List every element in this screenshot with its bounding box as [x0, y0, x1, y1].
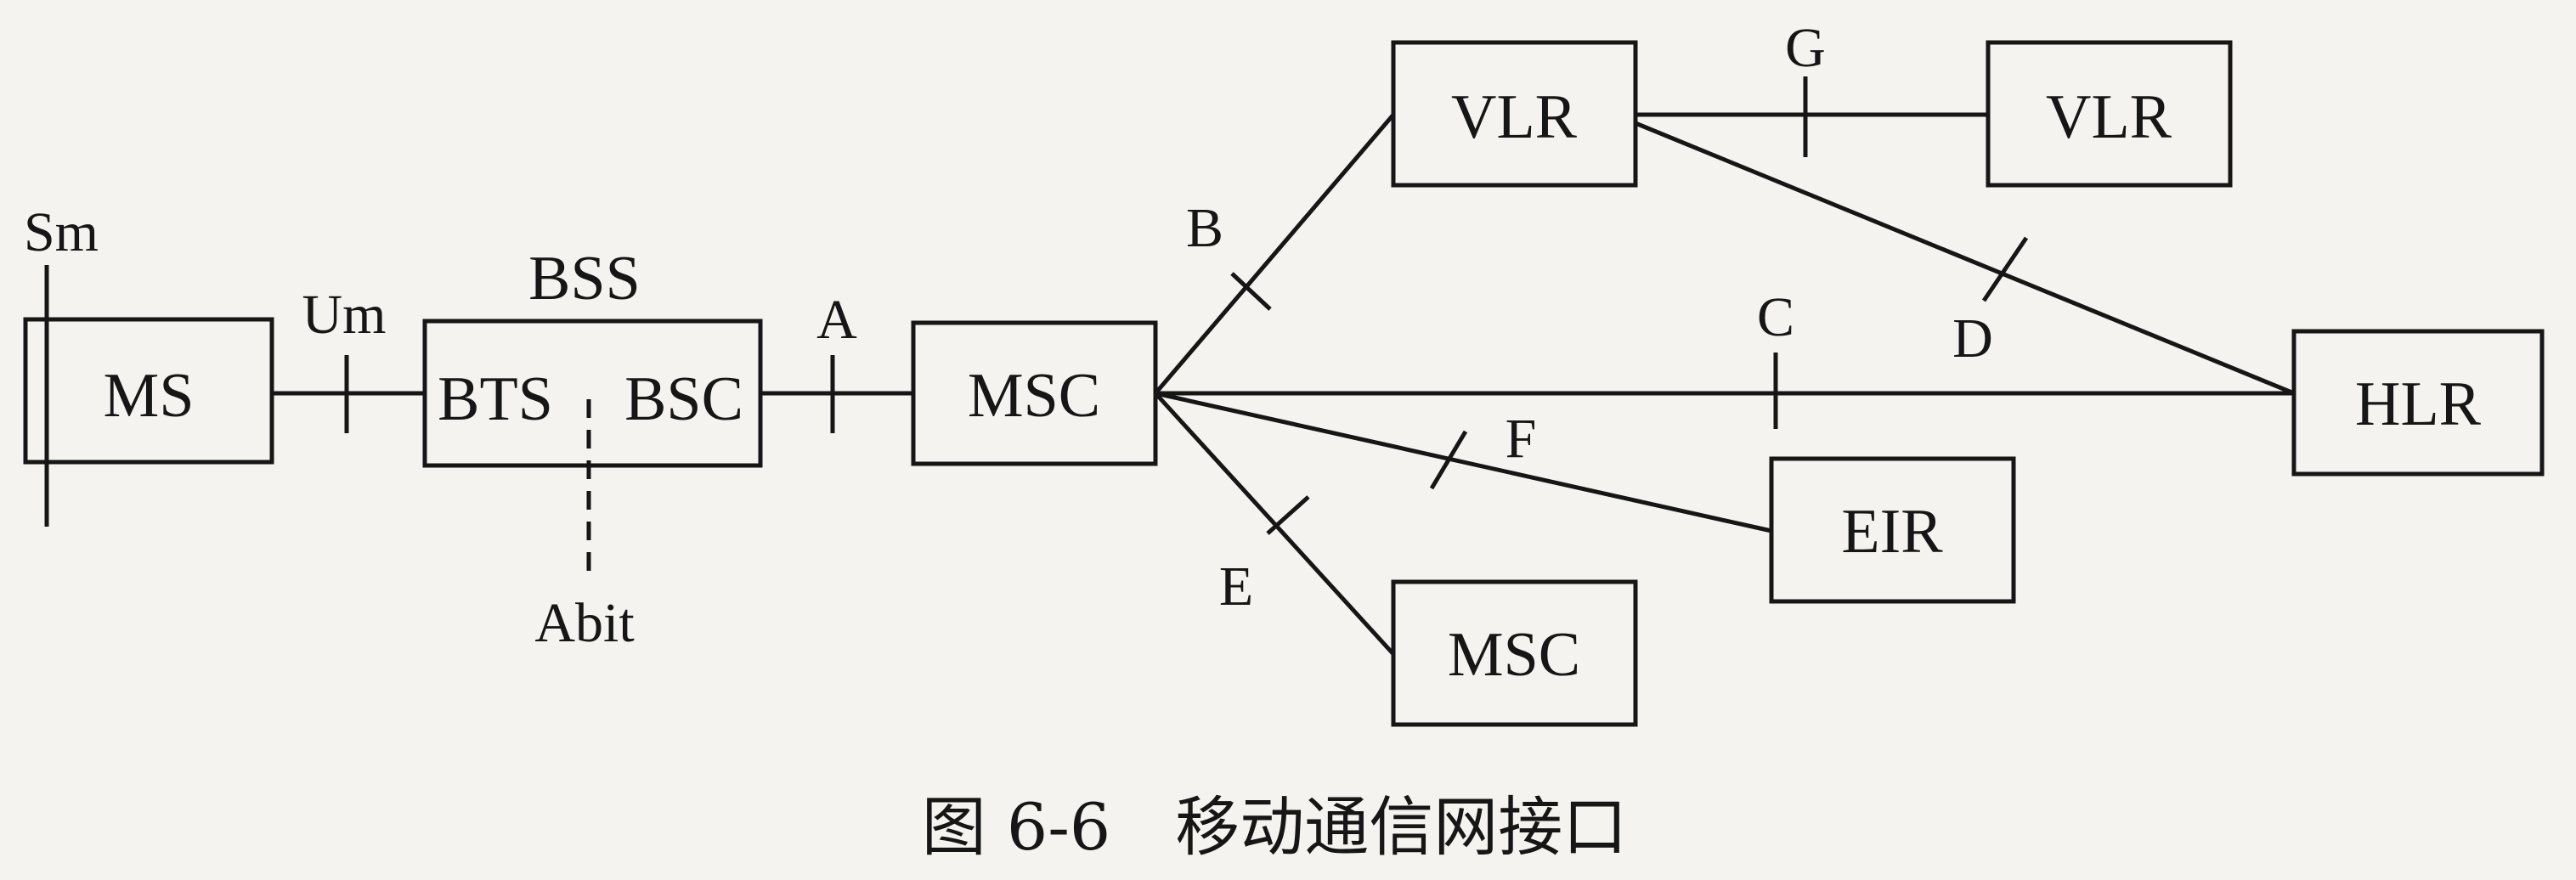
- vlr-1-label: VLR: [1451, 82, 1578, 152]
- bss-label: BSS: [528, 244, 641, 313]
- f-interface-label: F: [1505, 408, 1537, 470]
- e-interface-label: E: [1219, 556, 1253, 618]
- msc-main-label: MSC: [968, 361, 1100, 431]
- b-interface-label: B: [1186, 197, 1223, 259]
- ms-box: [23, 317, 274, 465]
- bts-label: BTS: [438, 364, 553, 434]
- e-interface-mark: [1266, 495, 1310, 535]
- d-interface-label: D: [1952, 307, 1993, 369]
- msc-other-box: [1391, 579, 1638, 727]
- um-interface-label: Um: [302, 284, 387, 346]
- eir-label: EIR: [1841, 497, 1943, 567]
- link-vlr-hlr: [1635, 121, 2295, 396]
- link-msc-vlr: [1154, 113, 1395, 395]
- hlr-box: [2291, 329, 2545, 477]
- link-msc-eir: [1155, 391, 1772, 533]
- a-interface-label: A: [816, 289, 857, 351]
- d-interface-mark: [1981, 236, 2029, 302]
- f-interface-mark: [1429, 430, 1468, 490]
- hlr-label: HLR: [2355, 369, 2482, 439]
- link-msc-msc: [1154, 392, 1395, 656]
- b-interface-mark: [1230, 272, 1272, 311]
- msc-main-box: [911, 320, 1158, 466]
- ms-label: MS: [104, 361, 195, 431]
- abit-interface-label: Abit: [534, 592, 634, 654]
- vlr-1-box: [1391, 40, 1638, 188]
- c-interface-label: C: [1757, 286, 1794, 348]
- sm-interface-label: Sm: [24, 201, 99, 263]
- figure-caption: 图 6-6 移动通信网接口: [922, 789, 1628, 865]
- vlr-2-label: VLR: [2046, 82, 2172, 152]
- vlr-2-box: [1986, 40, 2233, 188]
- msc-other-label: MSC: [1448, 620, 1580, 690]
- bsc-label: BSC: [624, 364, 743, 434]
- g-interface-label: G: [1785, 17, 1826, 79]
- eir-box: [1769, 456, 2016, 604]
- bss-box: [422, 319, 763, 468]
